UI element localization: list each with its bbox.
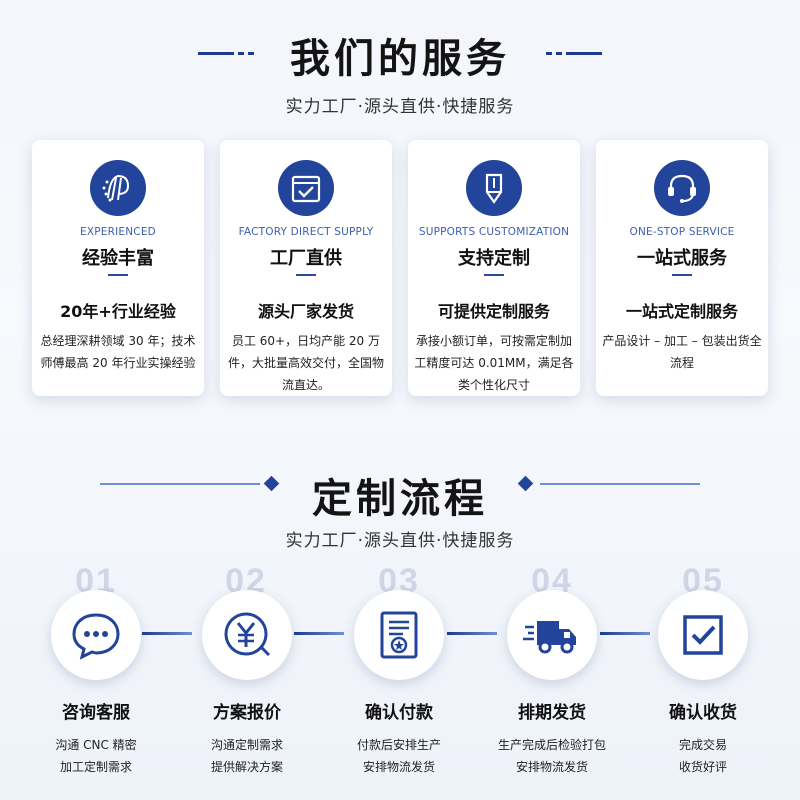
card-title: 支持定制 xyxy=(458,248,530,269)
service-card-customization: SUPPORTS CUSTOMIZATION 支持定制 可提供定制服务 承接小额… xyxy=(408,140,580,396)
step-desc-line: 安排物流发货 xyxy=(362,760,435,774)
headset-icon xyxy=(654,160,710,216)
process-subtitle: 实力工厂·源头直供·快捷服务 xyxy=(285,531,515,551)
card-en-label: ONE-STOP SERVICE xyxy=(629,226,735,238)
card-en-label: EXPERIENCED xyxy=(80,226,156,238)
yuan-quote-icon xyxy=(202,590,292,680)
card-divider xyxy=(672,274,692,276)
factory-check-icon xyxy=(278,160,334,216)
step-title: 方案报价 xyxy=(213,703,281,723)
card-en-label: FACTORY DIRECT SUPPLY xyxy=(238,226,374,238)
service-card-one-stop: ONE-STOP SERVICE 一站式服务 一站式定制服务 产品设计 – 加工… xyxy=(596,140,768,396)
card-divider xyxy=(484,274,504,276)
card-headline: 可提供定制服务 xyxy=(437,302,550,321)
step-desc-line: 生产完成后检验打包 xyxy=(497,738,606,752)
card-en-label: SUPPORTS CUSTOMIZATION xyxy=(418,226,570,238)
checkbox-icon xyxy=(658,590,748,680)
card-headline: 20年+行业经验 xyxy=(60,302,176,321)
card-description: 总经理深耕领域 30 年；技术师傅最高 20 年行业实操经验 xyxy=(40,334,196,370)
card-description: 承接小额订单，可按需定制加工精度可达 0.01MM，满足各类个性化尺寸 xyxy=(414,334,574,392)
step-description: 完成交易 收货好评 xyxy=(633,734,773,778)
step-desc-line: 收货好评 xyxy=(678,760,727,774)
pen-customize-icon xyxy=(466,160,522,216)
step-connector xyxy=(294,632,344,635)
step-title: 确认付款 xyxy=(365,703,433,723)
step-title: 确认收货 xyxy=(669,703,737,723)
services-title: 我们的服务 xyxy=(290,36,510,82)
card-description: 产品设计 – 加工 – 包装出货全流程 xyxy=(602,334,762,370)
card-title: 工厂直供 xyxy=(270,248,342,269)
card-headline: 源头厂家发货 xyxy=(257,302,354,321)
step-desc-line: 沟通 CNC 精密 xyxy=(55,738,137,752)
chat-bubble-icon xyxy=(51,590,141,680)
step-description: 沟通定制需求 提供解决方案 xyxy=(177,734,317,778)
step-description: 沟通 CNC 精密 加工定制需求 xyxy=(26,734,166,778)
step-desc-line: 完成交易 xyxy=(678,738,727,752)
card-title: 经验丰富 xyxy=(82,248,154,269)
step-description: 生产完成后检验打包 安排物流发货 xyxy=(482,734,622,778)
delivery-truck-icon xyxy=(507,590,597,680)
medal-icon xyxy=(90,160,146,216)
step-title: 排期发货 xyxy=(518,703,586,723)
step-connector xyxy=(600,632,650,635)
service-card-experienced: EXPERIENCED 经验丰富 20年+行业经验 总经理深耕领域 30 年；技… xyxy=(32,140,204,396)
process-title: 定制流程 xyxy=(312,476,488,522)
step-desc-line: 安排物流发货 xyxy=(515,760,588,774)
card-title: 一站式服务 xyxy=(637,248,727,269)
step-title: 咨询客服 xyxy=(62,703,130,723)
step-connector xyxy=(447,632,497,635)
card-headline: 一站式定制服务 xyxy=(625,302,738,321)
step-desc-line: 付款后安排生产 xyxy=(356,738,441,752)
service-card-factory: FACTORY DIRECT SUPPLY 工厂直供 源头厂家发货 员工 60+… xyxy=(220,140,392,396)
card-divider xyxy=(296,274,316,276)
step-desc-line: 提供解决方案 xyxy=(210,760,283,774)
step-desc-line: 沟通定制需求 xyxy=(210,738,283,752)
services-subtitle: 实力工厂·源头直供·快捷服务 xyxy=(285,97,515,117)
document-certificate-icon xyxy=(354,590,444,680)
card-divider xyxy=(108,274,128,276)
step-description: 付款后安排生产 安排物流发货 xyxy=(329,734,469,778)
step-connector xyxy=(142,632,192,635)
step-desc-line: 加工定制需求 xyxy=(59,760,132,774)
card-description: 员工 60+，日均产能 20 万件，大批量高效交付，全国物流直达。 xyxy=(227,334,384,392)
